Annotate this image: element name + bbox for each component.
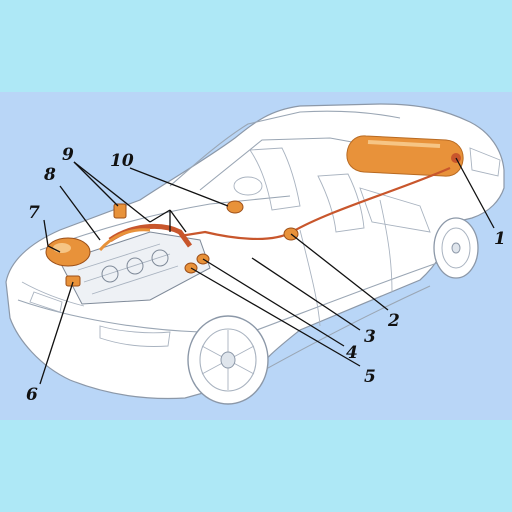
leader-3	[251, 257, 361, 331]
leader-6	[39, 281, 74, 385]
leader-3c	[149, 209, 171, 223]
gas-cylinder-tank	[346, 135, 464, 177]
rear-wheel	[433, 217, 479, 279]
callout-6: 6	[26, 385, 38, 405]
callout-1: 1	[494, 229, 506, 249]
callout-9: 9	[62, 145, 74, 165]
reducer-evaporator	[45, 237, 91, 267]
callout-8: 8	[43, 165, 56, 185]
callout-4: 4	[346, 343, 358, 363]
front-wheel	[187, 315, 269, 405]
callout-3: 3	[364, 327, 376, 347]
callout-5: 5	[364, 367, 376, 387]
pressure-sensor	[113, 203, 127, 219]
leader-10	[129, 167, 229, 207]
leader-9	[73, 161, 119, 207]
engine-block	[59, 231, 211, 305]
injector-rail	[65, 275, 81, 287]
callout-7: 7	[28, 203, 40, 223]
leader-4	[202, 258, 345, 347]
leader-7	[43, 219, 61, 253]
electronic-control-unit	[226, 200, 244, 214]
leader-5	[190, 267, 361, 367]
callout-labels: 1 2 3 4 5 6 7 8 9 10	[26, 145, 506, 405]
leader-1	[455, 157, 495, 229]
fuel-hoses	[98, 224, 193, 251]
callout-2: 2	[387, 311, 400, 331]
leader-2	[290, 233, 389, 311]
leader-3d	[169, 209, 187, 233]
leader-lines	[39, 157, 495, 385]
leader-8	[59, 185, 101, 241]
callout-10: 10	[110, 151, 134, 171]
leader-9b	[73, 161, 151, 223]
